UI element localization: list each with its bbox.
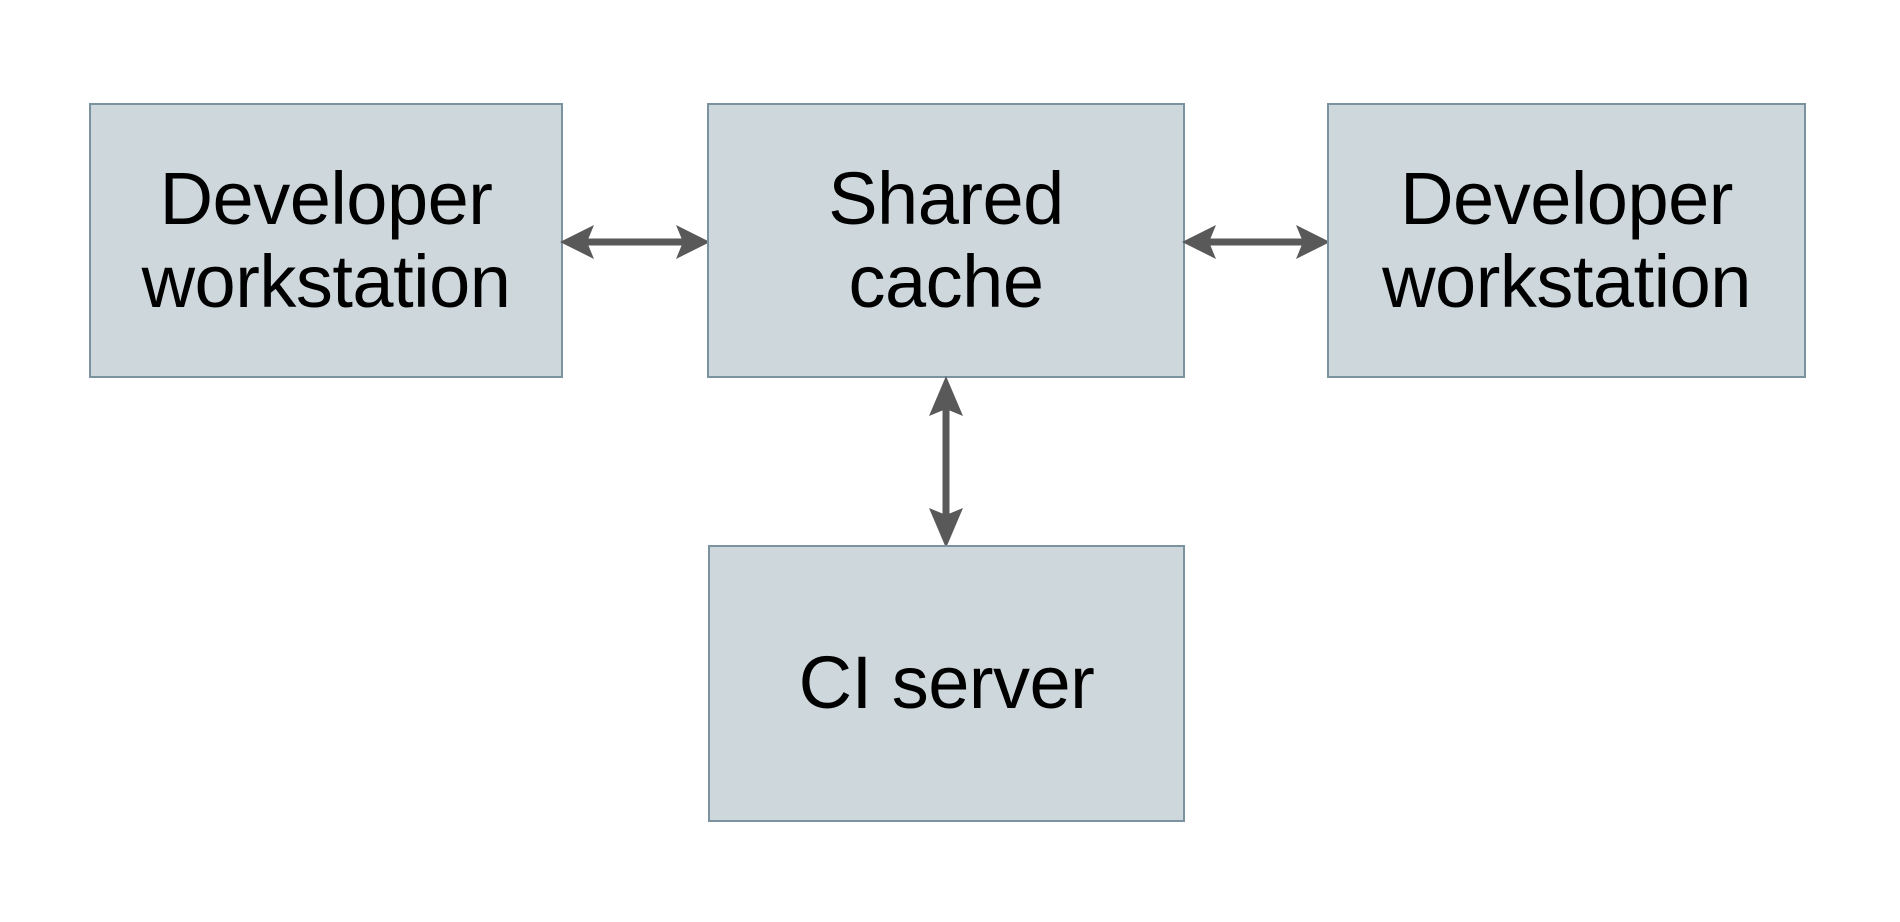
node-shared-cache[interactable]: Shared cache — [707, 103, 1185, 378]
node-label: CI server — [798, 641, 1095, 725]
node-label: Shared cache — [828, 156, 1064, 323]
node-label: Developer workstation — [1382, 156, 1751, 323]
edge-shared-cache-to-ci-server — [916, 376, 976, 548]
node-label: Developer workstation — [141, 156, 511, 323]
node-developer-workstation-right[interactable]: Developer workstation — [1327, 103, 1806, 378]
edge-shared-cache-to-developer-workstation-right — [1182, 212, 1330, 272]
node-developer-workstation-left[interactable]: Developer workstation — [89, 103, 563, 378]
double-arrow-icon — [929, 376, 963, 548]
edge-developer-workstation-left-to-shared-cache — [560, 212, 710, 272]
double-arrow-icon — [560, 225, 710, 259]
node-ci-server[interactable]: CI server — [708, 545, 1185, 822]
double-arrow-icon — [1182, 225, 1330, 259]
